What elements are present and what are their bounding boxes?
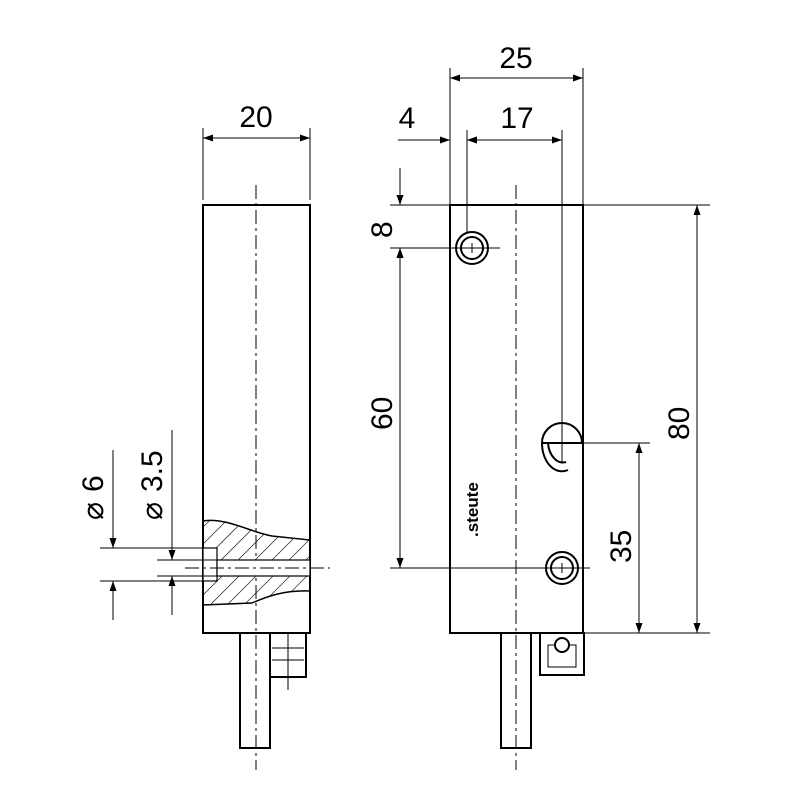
brand-logo: .steute (463, 482, 482, 537)
dim-label-dia6: 6 (77, 475, 110, 492)
dim-label-8: 8 (366, 221, 399, 238)
front-view-connector (539, 632, 585, 676)
dim-label-25: 25 (499, 42, 532, 75)
dim-label-60: 60 (366, 397, 399, 430)
front-view: .steute 25 4 17 8 60 80 35 (366, 42, 710, 770)
sensing-face (540, 422, 650, 473)
dia-symbol-6: ⌀ (77, 502, 110, 520)
side-view-connector (269, 632, 307, 690)
front-view-cable (500, 632, 532, 749)
dim-label-20: 20 (239, 101, 272, 134)
dim-label-17: 17 (500, 102, 533, 135)
dim-label-80: 80 (663, 407, 696, 440)
dia-symbol-35: ⌀ (136, 502, 169, 520)
dim-label-4: 4 (399, 102, 416, 135)
side-view: 20 ⌀ 6 ⌀ 3.5 (77, 101, 330, 770)
side-view-cable (239, 632, 271, 749)
dim-label-dia35: 3.5 (136, 450, 169, 492)
dim-label-35: 35 (605, 530, 638, 563)
